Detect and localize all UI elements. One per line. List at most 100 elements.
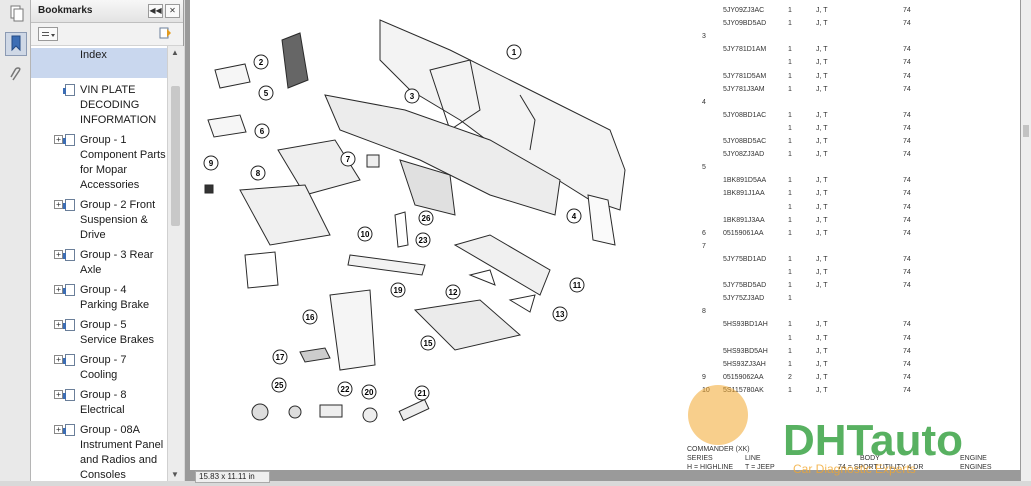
table-footer-legend-t: T = JEEP bbox=[745, 464, 775, 471]
collapse-panel-icon[interactable]: ◀◀ bbox=[148, 4, 163, 18]
parts-cell-code: 74 bbox=[903, 138, 911, 145]
parts-cell-code: 74 bbox=[903, 255, 911, 263]
parts-cell-code: 74 bbox=[903, 203, 911, 211]
parts-cell-desc: J, T bbox=[816, 386, 828, 394]
expand-toggle-icon[interactable]: + bbox=[54, 200, 63, 209]
parts-cell-qty: 1 bbox=[788, 229, 792, 237]
bookmark-label: Group - 3 Rear Axle bbox=[80, 249, 154, 276]
bookmark-icon bbox=[63, 284, 75, 296]
callout-label: 11 bbox=[573, 281, 582, 290]
parts-cell-code: 74 bbox=[903, 85, 911, 93]
parts-cell-part: 1BK891D5AA bbox=[723, 177, 767, 185]
instrument-panel-drawing bbox=[324, 94, 561, 216]
callout-5: 5 bbox=[258, 85, 274, 101]
table-footer-model: COMMANDER (XK) bbox=[687, 446, 750, 453]
parts-cell-part: 5JY75BD1AD bbox=[723, 255, 767, 263]
expand-toggle-icon[interactable]: + bbox=[54, 390, 63, 399]
parts-cell-qty: 1 bbox=[788, 269, 792, 276]
bookmark-item[interactable]: +Group - 5 Service Brakes bbox=[31, 318, 167, 348]
bookmark-label: Group - 2 Front Suspension & Drive bbox=[80, 199, 156, 241]
document-scrollbar-thumb[interactable] bbox=[1023, 125, 1029, 137]
small-pad-drawing bbox=[299, 347, 331, 363]
parts-cell-qty: 1 bbox=[788, 20, 792, 28]
bookmark-item[interactable]: +Group - 7 Cooling bbox=[31, 353, 167, 383]
callout-label: 10 bbox=[361, 230, 370, 239]
parts-cell-qty: 1 bbox=[788, 7, 792, 14]
document-scrollbar[interactable] bbox=[1021, 0, 1031, 481]
knee-bolster-drawing bbox=[453, 234, 551, 296]
table-footer-body-label: BODY bbox=[860, 455, 880, 462]
options-menu-icon[interactable] bbox=[38, 27, 58, 41]
callout-label: 9 bbox=[209, 159, 214, 168]
pages-icon[interactable] bbox=[5, 2, 27, 26]
callout-label: 23 bbox=[419, 236, 428, 245]
parts-cell-qty: 1 bbox=[788, 216, 792, 224]
callout-7: 7 bbox=[340, 151, 356, 167]
storage-bin-drawing bbox=[214, 63, 251, 89]
parts-cell-part: 5JY08BD5AC bbox=[723, 138, 767, 145]
parts-cell-part: 05159061AA bbox=[723, 229, 764, 237]
scroll-down-icon[interactable]: ▼ bbox=[171, 470, 179, 479]
parts-cell-code: 74 bbox=[903, 7, 911, 14]
parts-cell-qty: 1 bbox=[788, 72, 792, 80]
parts-cell-desc: J, T bbox=[816, 72, 828, 80]
navigation-rail bbox=[0, 0, 31, 481]
bookmarks-toolbar bbox=[31, 23, 183, 46]
callout-17: 17 bbox=[272, 349, 288, 365]
callout-16: 16 bbox=[302, 309, 318, 325]
callout-label: 5 bbox=[264, 89, 269, 98]
scrollbar-thumb[interactable] bbox=[171, 86, 180, 226]
bookmark-item[interactable]: + Group - 2 Front Suspension & Drive bbox=[31, 198, 167, 243]
parts-cell-code: 74 bbox=[903, 229, 911, 237]
glovebox-door-drawing bbox=[277, 139, 361, 196]
callout-label: 13 bbox=[556, 310, 565, 319]
bookmark-item[interactable]: +Group - 08A Instrument Panel and Radios… bbox=[31, 423, 167, 481]
connector-20-drawing bbox=[362, 407, 378, 423]
bookmark-item[interactable]: VIN PLATE DECODING INFORMATION bbox=[31, 83, 167, 128]
bookmark-item[interactable]: +Group - 8 Electrical bbox=[31, 388, 167, 418]
bookmark-icon bbox=[63, 319, 75, 331]
callout-label: 19 bbox=[394, 286, 403, 295]
parts-cell-qty: 1 bbox=[788, 111, 792, 119]
parts-cell-code: 74 bbox=[903, 72, 911, 80]
table-footer-legend-h: H = HIGHLINE bbox=[687, 464, 734, 471]
scroll-up-icon[interactable]: ▲ bbox=[171, 48, 179, 57]
parts-cell-code: 74 bbox=[903, 269, 911, 276]
parts-cell-qty: 1 bbox=[788, 190, 792, 198]
bookmark-item[interactable]: + Group - 3 Rear Axle bbox=[31, 248, 167, 278]
bookmark-item[interactable]: + Group - 1 Component Parts for Mopar Acc… bbox=[31, 133, 167, 193]
parts-cell-desc: J, T bbox=[816, 177, 828, 185]
bookmark-item[interactable]: +Group - 4 Parking Brake bbox=[31, 283, 167, 313]
parts-cell-code: 74 bbox=[903, 321, 911, 329]
glovebox-bin-drawing bbox=[239, 184, 331, 246]
expand-bookmark-icon[interactable] bbox=[158, 26, 172, 40]
callout-1: 1 bbox=[506, 44, 522, 60]
callout-label: 1 bbox=[512, 48, 517, 57]
expand-toggle-icon[interactable]: + bbox=[54, 425, 63, 434]
bookmark-icon bbox=[63, 249, 75, 261]
close-icon[interactable]: ✕ bbox=[165, 4, 180, 18]
bookmark-label: Group - 1 Component Parts for Mopar Acce… bbox=[80, 134, 166, 191]
attachments-icon[interactable] bbox=[5, 64, 27, 88]
expand-toggle-icon[interactable]: + bbox=[54, 135, 63, 144]
expand-toggle-icon[interactable]: + bbox=[54, 285, 63, 294]
parts-cell-ref: 6 bbox=[702, 229, 706, 237]
callout-9: 9 bbox=[203, 155, 219, 171]
expand-toggle-icon[interactable]: + bbox=[54, 320, 63, 329]
parts-cell-code: 74 bbox=[903, 360, 911, 368]
bookmarks-scrollbar[interactable]: ▲ ▼ bbox=[167, 46, 184, 481]
bookmarks-icon[interactable] bbox=[5, 32, 27, 56]
expand-toggle-icon[interactable]: + bbox=[54, 250, 63, 259]
vertical-bracket-drawing bbox=[394, 211, 409, 248]
callout-13: 13 bbox=[552, 306, 568, 322]
expand-toggle-icon[interactable]: + bbox=[54, 355, 63, 364]
bookmark-icon bbox=[63, 84, 75, 96]
parts-cell-qty: 1 bbox=[788, 46, 792, 54]
parts-cell-part: 5JY09BD5AD bbox=[723, 20, 767, 28]
bookmark-item[interactable]: Index bbox=[31, 48, 167, 78]
bracket-13-drawing bbox=[508, 294, 536, 313]
bookmark-icon bbox=[63, 134, 75, 146]
